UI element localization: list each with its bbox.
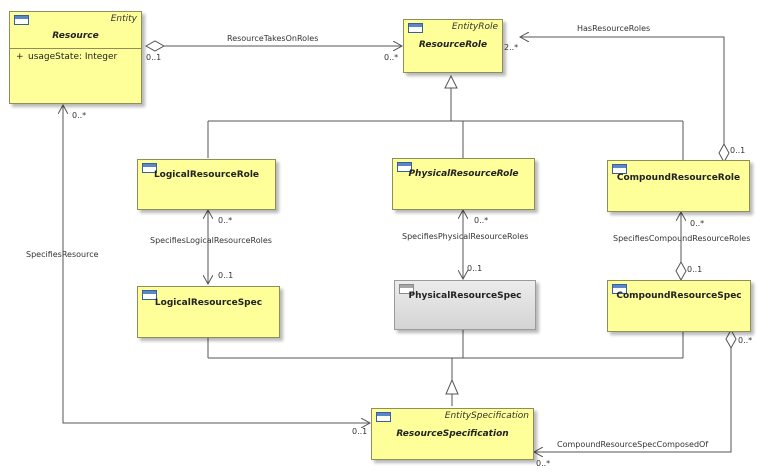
multiplicity-label: 0..1 xyxy=(218,271,234,280)
class-name: Resource xyxy=(52,31,99,41)
association-specifies-compound-resource-roles[interactable] xyxy=(675,212,687,282)
attribute-visibility: + xyxy=(16,52,24,62)
stereotype-label: Entity xyxy=(110,14,137,24)
multiplicity-label: 0..* xyxy=(536,459,551,468)
stereotype-label: EntitySpecification xyxy=(444,411,529,421)
aggregation-diamond xyxy=(718,142,730,164)
class-name: LogicalResourceSpec xyxy=(154,298,263,308)
association-compound-resource-spec-composed-of[interactable] xyxy=(534,328,737,452)
class-compound-resource-role[interactable]: CompoundResourceRole xyxy=(607,160,750,212)
class-logical-resource-spec[interactable]: LogicalResourceSpec xyxy=(137,286,280,338)
multiplicity-label: 0..* xyxy=(384,53,399,62)
class-icon xyxy=(399,284,414,294)
association-specifies-resource[interactable] xyxy=(63,105,370,423)
class-name: PhysicalResourceSpec xyxy=(408,291,522,301)
association-label: HasResourceRoles xyxy=(577,24,651,33)
association-label: CompoundResourceSpecComposedOf xyxy=(557,440,709,449)
class-icon xyxy=(142,163,157,173)
class-logical-resource-role[interactable]: LogicalResourceRole xyxy=(137,159,276,210)
class-icon xyxy=(376,412,391,422)
multiplicity-label: 0..* xyxy=(690,219,705,228)
class-icon xyxy=(397,162,412,172)
multiplicity-label: 0..1 xyxy=(467,264,483,273)
class-compound-resource-spec[interactable]: CompoundResourceSpec xyxy=(607,280,751,332)
multiplicity-label: 0..* xyxy=(72,111,87,120)
class-resource-specification[interactable]: EntitySpecification ResourceSpecificatio… xyxy=(371,408,534,460)
class-name: ResourceSpecification xyxy=(396,429,509,439)
multiplicity-label: 0..* xyxy=(218,216,233,225)
generalization-triangle xyxy=(444,74,458,89)
association-resource-takes-on-roles[interactable] xyxy=(144,40,402,52)
class-name: LogicalResourceRole xyxy=(153,170,260,180)
association-label: SpecifiesLogicalResourceRoles xyxy=(150,236,272,245)
association-label: SpecifiesPhysicalResourceRoles xyxy=(402,232,529,241)
multiplicity-label: 2..* xyxy=(504,43,519,52)
multiplicity-label: 0..1 xyxy=(352,427,368,436)
generalization-triangle xyxy=(445,378,459,395)
multiplicity-label: 0..* xyxy=(474,216,489,225)
class-physical-resource-spec[interactable]: PhysicalResourceSpec xyxy=(394,280,536,330)
class-icon xyxy=(14,15,29,25)
association-label: SpecifiesResource xyxy=(26,250,99,259)
class-icon xyxy=(612,164,627,174)
class-icon xyxy=(408,23,423,33)
class-resource[interactable]: Entity Resource + usageState: Integer xyxy=(9,11,142,104)
class-name: ResourceRole xyxy=(418,40,488,50)
stereotype-label: EntityRole xyxy=(451,22,498,32)
class-resource-role[interactable]: EntityRole ResourceRole xyxy=(403,19,503,73)
class-physical-resource-role[interactable]: PhysicalResourceRole xyxy=(392,158,535,210)
multiplicity-label: 0..* xyxy=(738,336,753,345)
association-label: SpecifiesCompoundResourceRoles xyxy=(613,234,751,243)
class-icon xyxy=(612,284,627,294)
generalization-resource-role xyxy=(207,74,684,160)
aggregation-diamond xyxy=(675,260,687,282)
multiplicity-label: 0..1 xyxy=(730,146,746,155)
class-name: CompoundResourceRole xyxy=(616,173,741,183)
association-has-resource-roles[interactable] xyxy=(520,37,730,164)
aggregation-diamond xyxy=(725,328,737,350)
multiplicity-label: 0..1 xyxy=(146,53,162,62)
association-label: ResourceTakesOnRoles xyxy=(227,34,319,43)
attribute-separator xyxy=(10,48,141,49)
attribute-usage-state: usageState: Integer xyxy=(28,52,118,62)
aggregation-diamond xyxy=(144,40,166,52)
generalization-resource-specification xyxy=(207,330,684,406)
class-name: CompoundResourceSpec xyxy=(616,291,742,301)
class-icon xyxy=(142,290,157,300)
multiplicity-label: 0..1 xyxy=(687,265,703,274)
class-name: PhysicalResourceRole xyxy=(408,169,519,179)
